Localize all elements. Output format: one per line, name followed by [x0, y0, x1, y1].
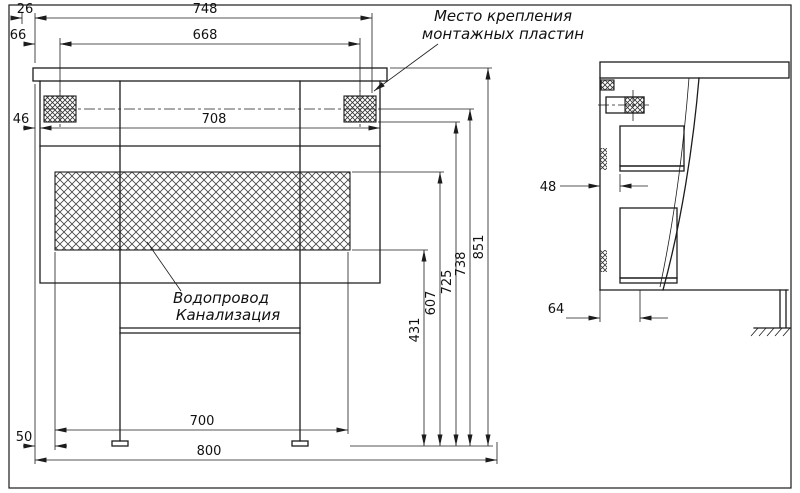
front-curve-outer [662, 77, 700, 291]
dim-66: 66 [10, 28, 72, 47]
dim-668-label: 668 [193, 28, 218, 43]
wall-anchor-lower [600, 250, 607, 272]
mounting-annotation-line2: монтажных пластин [422, 25, 584, 43]
dim-50-label: 50 [16, 430, 33, 445]
foot-right [291, 440, 309, 447]
cabinet-body [39, 80, 381, 284]
dim-725-label: 725 [440, 270, 455, 295]
dim-46-label: 46 [13, 112, 30, 127]
dim-46: 46 [13, 112, 35, 131]
support-bracket [753, 289, 791, 329]
dim-431-label: 431 [408, 318, 423, 343]
drawer-upper-rail [619, 165, 685, 172]
countertop-side [599, 61, 790, 79]
side-view [598, 61, 791, 337]
drawer-upper [619, 125, 685, 167]
dim-851-label: 851 [472, 235, 487, 260]
mounting-plate-annotation: Место крепления монтажных пластин [373, 7, 584, 92]
plumbing-access-zone [54, 171, 351, 251]
dim-725: 725 [440, 122, 459, 446]
mounting-annotation-line1: Место крепления [434, 7, 572, 25]
plumbing-label-line2: Канализация [176, 306, 280, 324]
dim-700-label: 700 [190, 414, 215, 429]
ground-hatch [750, 327, 791, 337]
dim-800-label: 800 [197, 444, 222, 459]
plate-side-centerlines [598, 90, 652, 121]
witness-lines [21, 13, 641, 464]
dim-50: 50 [16, 430, 67, 449]
stretcher [119, 327, 301, 334]
dim-26-label: 26 [17, 2, 34, 17]
dim-64-label: 64 [548, 302, 565, 317]
drawer-lower-rail [619, 277, 678, 284]
plate-vertical-centerlines [59, 90, 361, 130]
front-curve-inner [659, 77, 690, 288]
dim-700: 700 [55, 414, 348, 433]
dim-607: 607 [424, 172, 443, 446]
dim-738-label: 738 [454, 252, 469, 277]
plumbing-leader [146, 241, 182, 292]
dim-708-label: 708 [202, 112, 227, 127]
foot-left [111, 440, 129, 447]
dim-738: 738 [454, 109, 473, 446]
legs [119, 80, 301, 442]
dim-800: 800 [35, 444, 497, 463]
dim-66-label: 66 [10, 28, 27, 43]
countertop-front [32, 67, 388, 82]
dim-431: 431 [408, 250, 427, 446]
wall-seal [600, 79, 615, 91]
dim-748-label: 748 [193, 2, 218, 17]
dim-851: 851 [472, 68, 491, 446]
dim-48: 48 [540, 180, 648, 195]
dim-607-label: 607 [424, 291, 439, 316]
dim-668: 668 [60, 28, 360, 47]
dim-748: 748 [35, 2, 372, 21]
front-view: Водопровод Канализация [32, 67, 388, 447]
drawing-border [8, 4, 792, 489]
dim-48-label: 48 [540, 180, 557, 195]
dim-708: 708 [40, 112, 380, 131]
wall-anchor-upper [600, 148, 607, 170]
plumbing-label-line1: Водопровод [173, 289, 269, 307]
dim-64: 64 [548, 302, 668, 321]
